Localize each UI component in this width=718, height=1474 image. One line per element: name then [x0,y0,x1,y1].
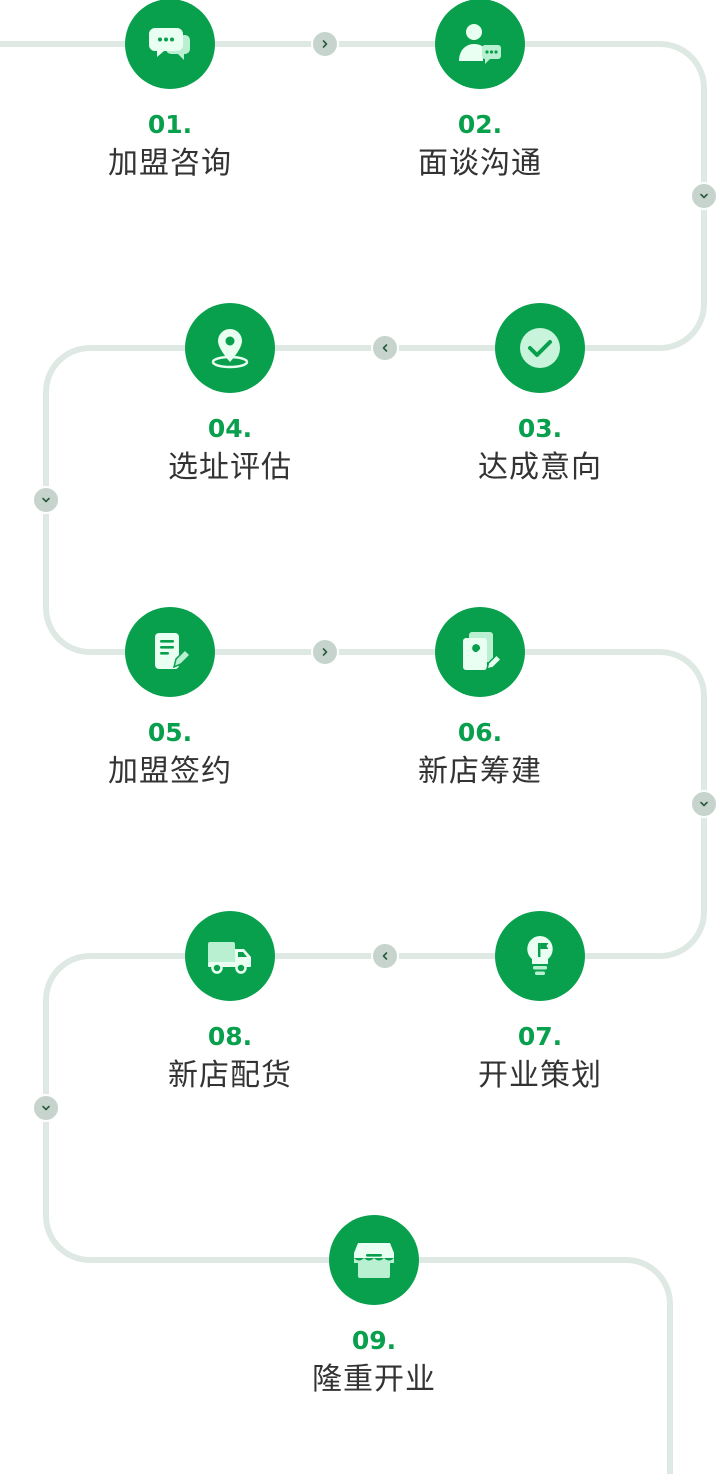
build-tools-icon [463,632,503,671]
location-pin-icon [211,329,249,369]
step-08: 08. 新店配货 [130,911,330,1095]
delivery-truck-icon [208,942,251,974]
step-circle [435,0,525,89]
person-chat-icon [459,24,501,64]
step-circle [435,607,525,697]
step-title: 新店配货 [168,1058,292,1093]
arrow-left-knob [371,334,399,362]
arrow-left-knob [371,942,399,970]
step-03: 03. 达成意向 [440,303,640,487]
chevron-down-icon [700,193,708,199]
step-number: 04. [207,414,253,443]
chevron-down-icon [700,801,708,807]
arrow-right-knob [311,638,339,666]
arrow-right-knob [311,30,339,58]
chevron-right-icon [322,648,328,656]
step-number: 08. [207,1022,253,1051]
step-02: 02. 面谈沟通 [380,0,580,183]
step-title: 开业策划 [478,1058,602,1093]
chevron-left-icon [382,344,388,352]
arrow-down-knob [690,182,718,210]
storefront-icon [354,1243,394,1278]
step-04: 04. 选址评估 [130,303,330,487]
step-title: 达成意向 [478,450,602,485]
step-title: 隆重开业 [312,1362,436,1397]
step-circle [495,911,585,1001]
check-circle-icon [520,328,560,368]
step-circle [185,911,275,1001]
step-number: 01. [147,110,193,139]
step-07: 07. 开业策划 [440,911,640,1095]
step-title: 加盟签约 [108,754,232,789]
step-circle [495,303,585,393]
step-circle [125,607,215,697]
arrow-down-knob [32,1094,60,1122]
step-title: 新店筹建 [418,754,542,789]
arrow-down-knob [32,486,60,514]
step-05: 05. 加盟签约 [70,607,270,791]
step-number: 09. [351,1326,397,1355]
step-number: 07. [517,1022,563,1051]
step-title: 面谈沟通 [418,146,542,181]
step-circle [185,303,275,393]
arrow-down-knob [690,790,718,818]
chevron-left-icon [382,952,388,960]
step-number: 06. [457,718,503,747]
chat-bubbles-icon [149,28,190,60]
step-09: 09. 隆重开业 [274,1215,474,1399]
chevron-down-icon [42,1105,50,1111]
chevron-right-icon [322,40,328,48]
step-circle [329,1215,419,1305]
step-title: 加盟咨询 [108,146,232,181]
lightbulb-flag-icon [527,936,553,975]
step-circle [125,0,215,89]
step-number: 03. [517,414,563,443]
step-06: 06. 新店筹建 [380,607,580,791]
step-number: 05. [147,718,193,747]
step-title: 选址评估 [168,450,292,485]
chevron-down-icon [42,497,50,503]
document-sign-icon [155,633,192,669]
step-number: 02. [457,110,503,139]
step-01: 01. 加盟咨询 [70,0,270,183]
